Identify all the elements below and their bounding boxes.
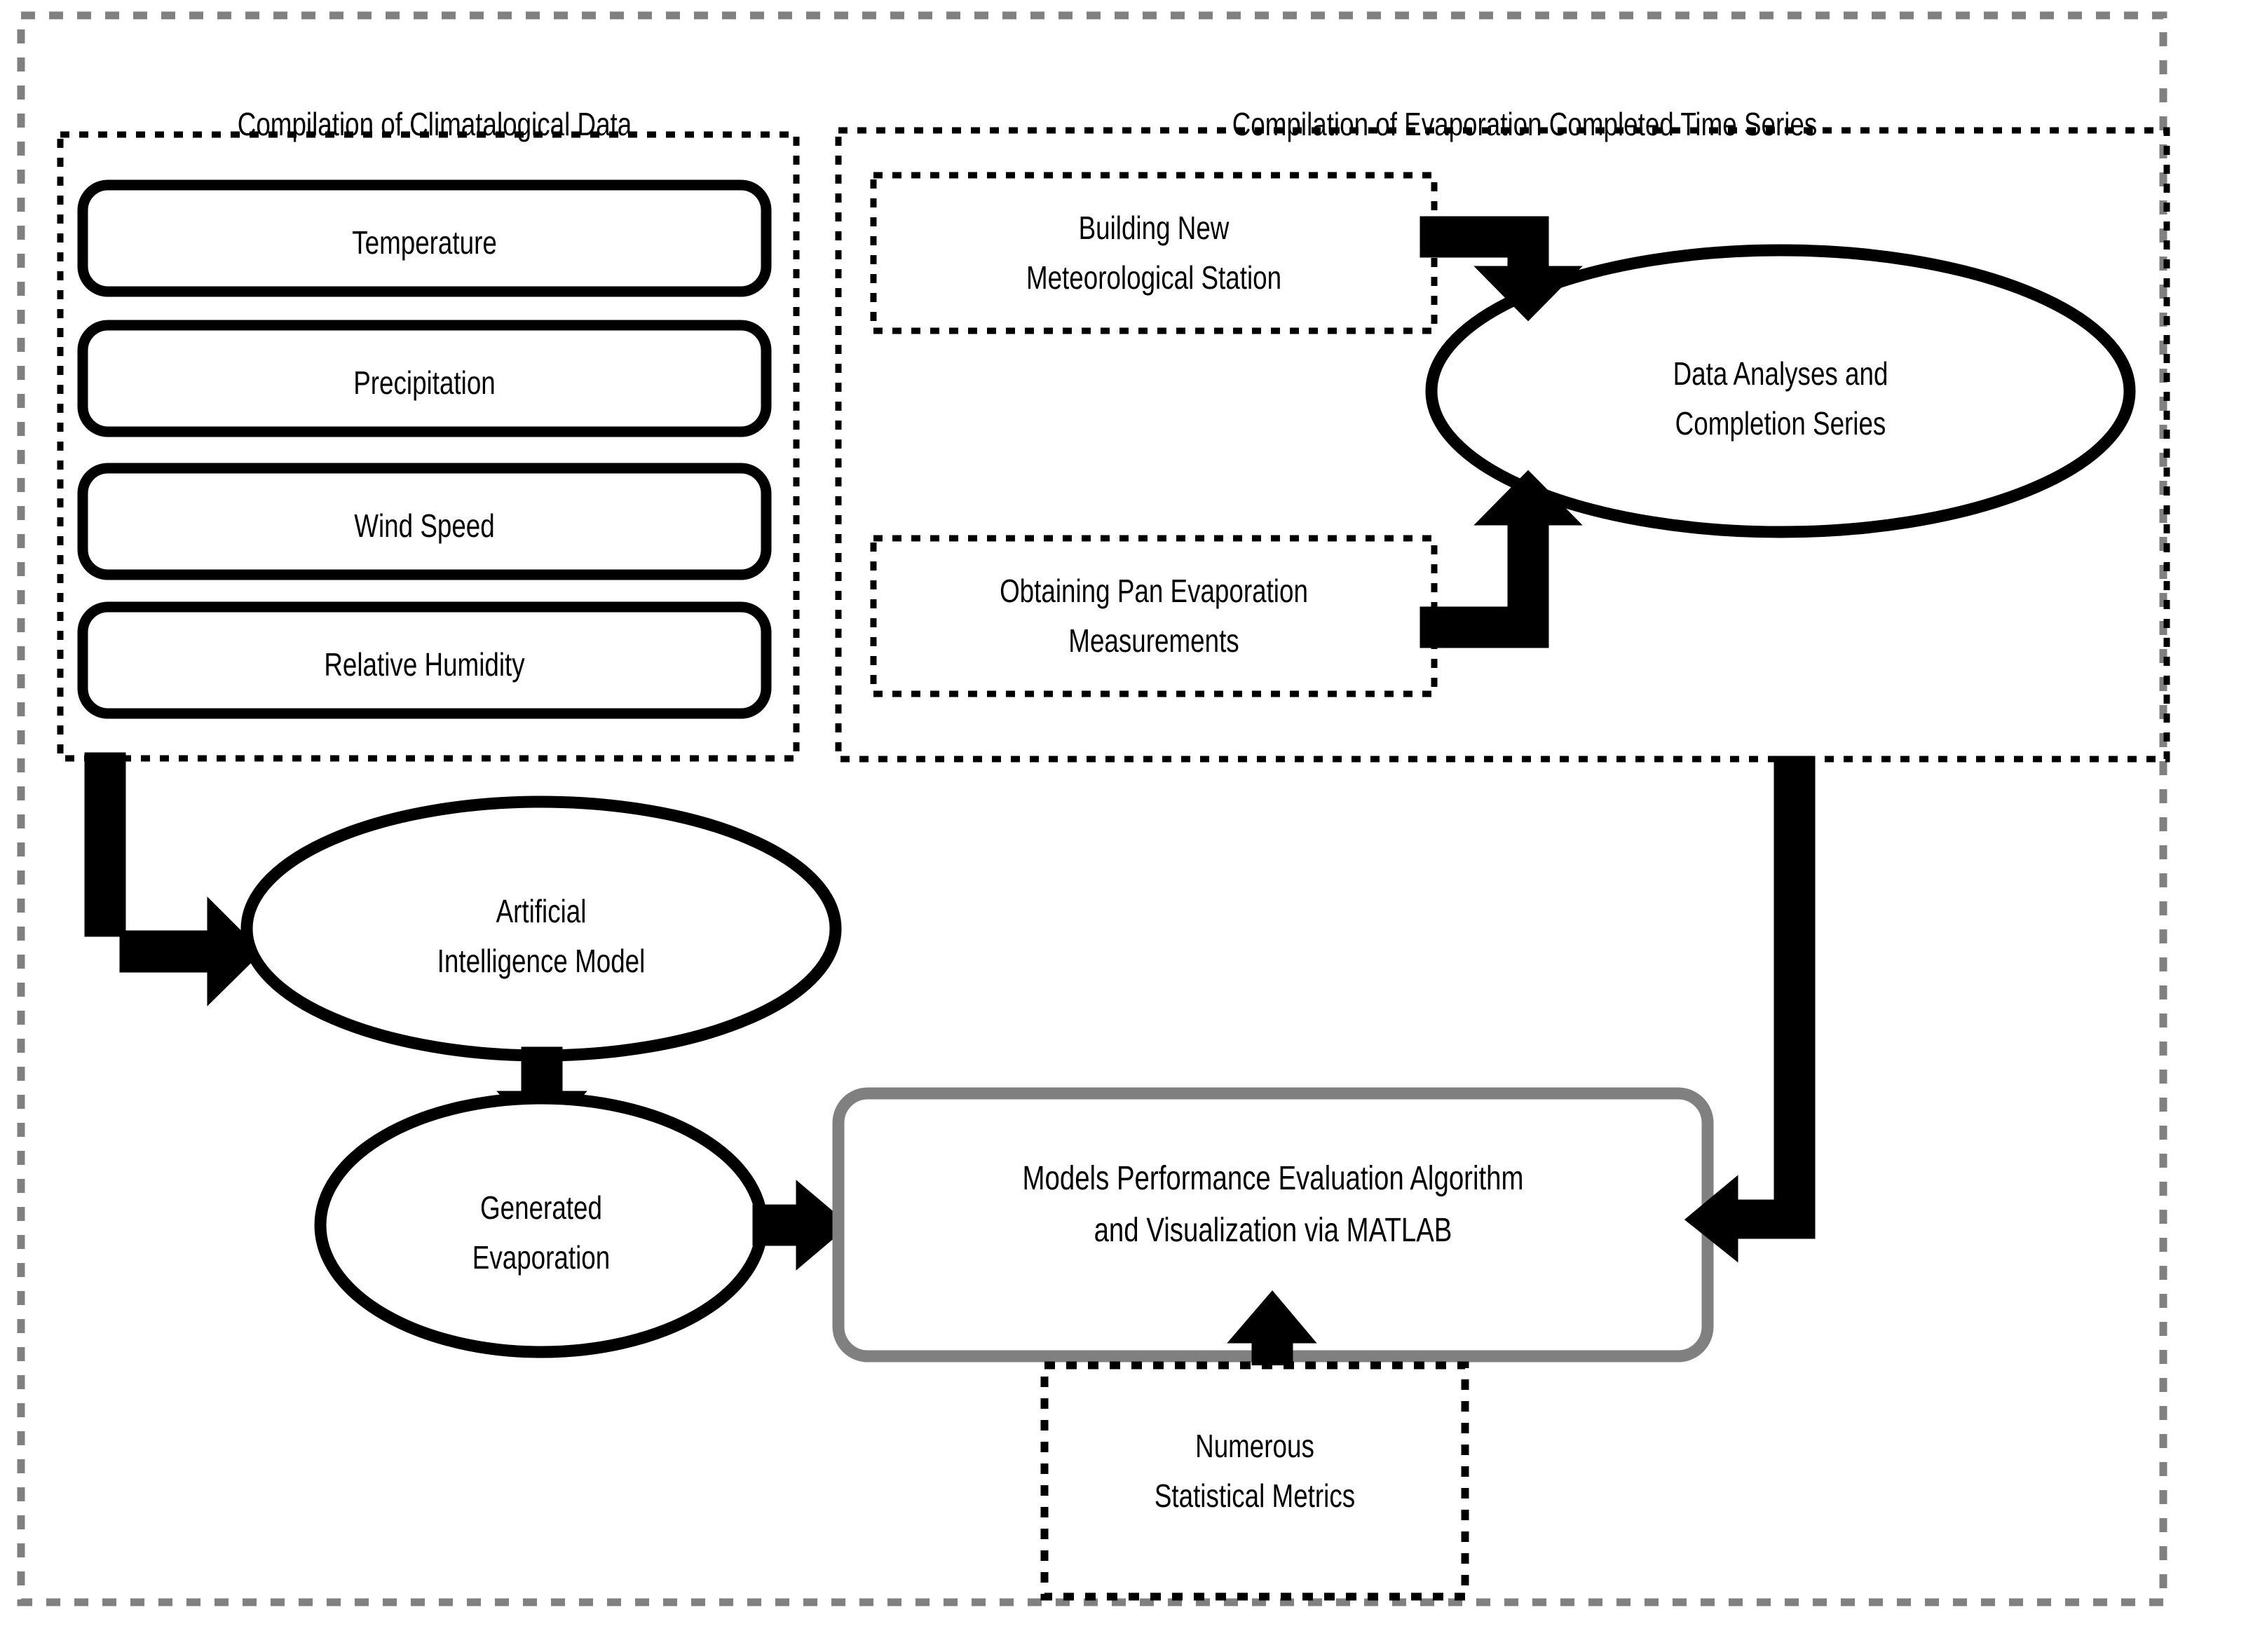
pan-evaporation-box-label[interactable]: Obtaining Pan Evaporation Measurements xyxy=(1000,573,1308,660)
arrow-pan-to-analyses xyxy=(1420,470,1583,648)
statistical-metrics-box-label[interactable]: Numerous Statistical Metrics xyxy=(1154,1428,1356,1515)
arrow-metrics-to-matlab xyxy=(1227,1290,1317,1370)
temperature-box-label[interactable]: Temperature xyxy=(352,224,497,261)
arrow-generated-to-matlab xyxy=(752,1180,850,1271)
ai-model-ellipse-label[interactable]: Artificial Intelligence Model xyxy=(437,893,646,980)
building-station-box-label[interactable]: Building New Meteorological Station xyxy=(1026,210,1282,296)
arrow-evaporation-to-matlab xyxy=(1684,756,1816,1263)
climatological-panel-title: Compilation of Climatalogical Data xyxy=(237,106,632,142)
precipitation-box-label[interactable]: Precipitation xyxy=(353,364,496,401)
arrow-ai-to-generated xyxy=(496,1046,587,1144)
data-analyses-ellipse-label[interactable]: Data Analyses and Completion Series xyxy=(1673,355,1888,442)
arrow-station-to-analyses xyxy=(1420,216,1583,322)
arrow-climate-to-ai-model xyxy=(84,752,263,1006)
generated-evaporation-ellipse-label[interactable]: Generated Evaporation xyxy=(472,1189,611,1276)
wind-speed-box-label[interactable]: Wind Speed xyxy=(354,507,495,544)
evaporation-panel-title: Compilation of Evaporation Completed Tim… xyxy=(1232,106,1818,142)
matlab-box-label[interactable]: Models Performance Evaluation Algorithm … xyxy=(1022,1160,1524,1250)
relative-humidity-box-label[interactable]: Relative Humidity xyxy=(324,646,525,683)
